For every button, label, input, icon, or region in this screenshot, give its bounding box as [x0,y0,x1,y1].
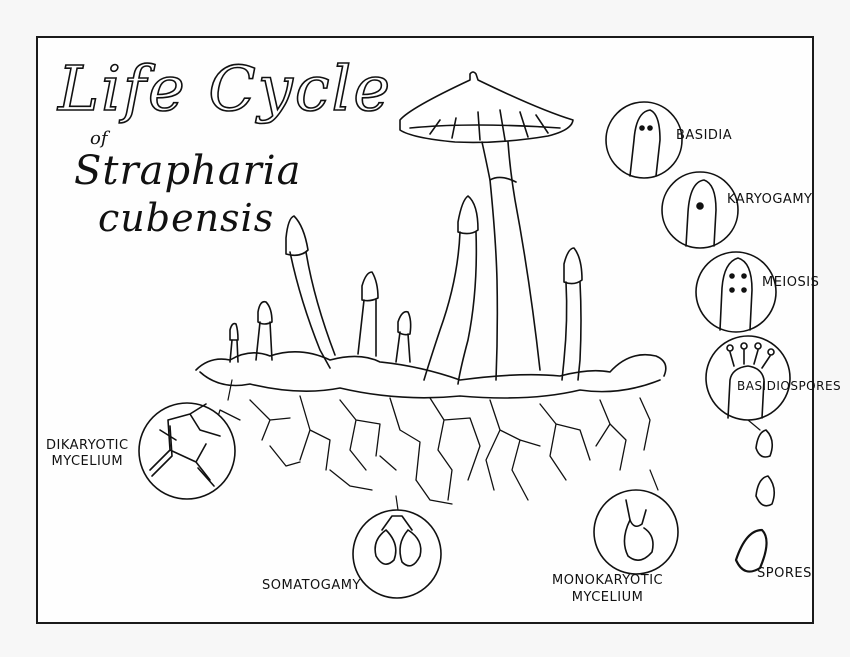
label-line: MYCELIUM [571,590,644,605]
young-mushroom-icon [285,215,336,369]
spore-icon [734,429,776,573]
label-monokaryotic-mycelium: MONOKARYOTIC MYCELIUM [552,572,663,606]
somatogamy-circle-icon [352,509,442,599]
young-mushroom-icon [229,322,239,363]
dikaryotic-mycelium-circle-icon [138,402,236,500]
ground-surface [195,351,667,381]
label-somatogamy: SOMATOGAMY [262,578,361,593]
connector-line [227,379,761,511]
young-mushroom-icon [423,195,479,385]
diagram-title: Life Cycle [57,51,393,126]
label-spores: SPORES [757,566,812,581]
meiosis-circle-icon [695,251,777,333]
young-mushroom-icon [357,271,379,357]
mature-mushroom-icon [399,71,574,381]
karyogamy-circle-icon [661,171,739,249]
mycelium-network [213,395,651,505]
label-basidia: BASIDIA [676,128,733,143]
basidiospores-circle-icon [705,335,791,421]
label-karyogamy: KARYOGAMY [727,192,813,207]
young-mushroom-icon [561,247,583,381]
monokaryotic-mycelium-circle-icon [593,489,679,575]
basidia-circle-icon [605,101,683,179]
label-line: MONOKARYOTIC [552,573,664,588]
diagram-title-species: cubensis [98,196,275,240]
young-mushroom-icon [255,300,273,361]
diagram-title-genus: Strapharia [74,148,302,194]
label-basidiospores: BASIDIOSPORES [737,379,842,393]
ground-surface [199,371,661,399]
label-line: DIKARYOTIC [46,438,129,453]
label-dikaryotic-mycelium: DIKARYOTIC MYCELIUM [46,438,129,470]
young-mushroom-icon [395,310,412,363]
label-line: MYCELIUM [51,454,124,469]
diagram-title-of: of [90,128,108,149]
label-meiosis: MEIOSIS [762,275,820,290]
